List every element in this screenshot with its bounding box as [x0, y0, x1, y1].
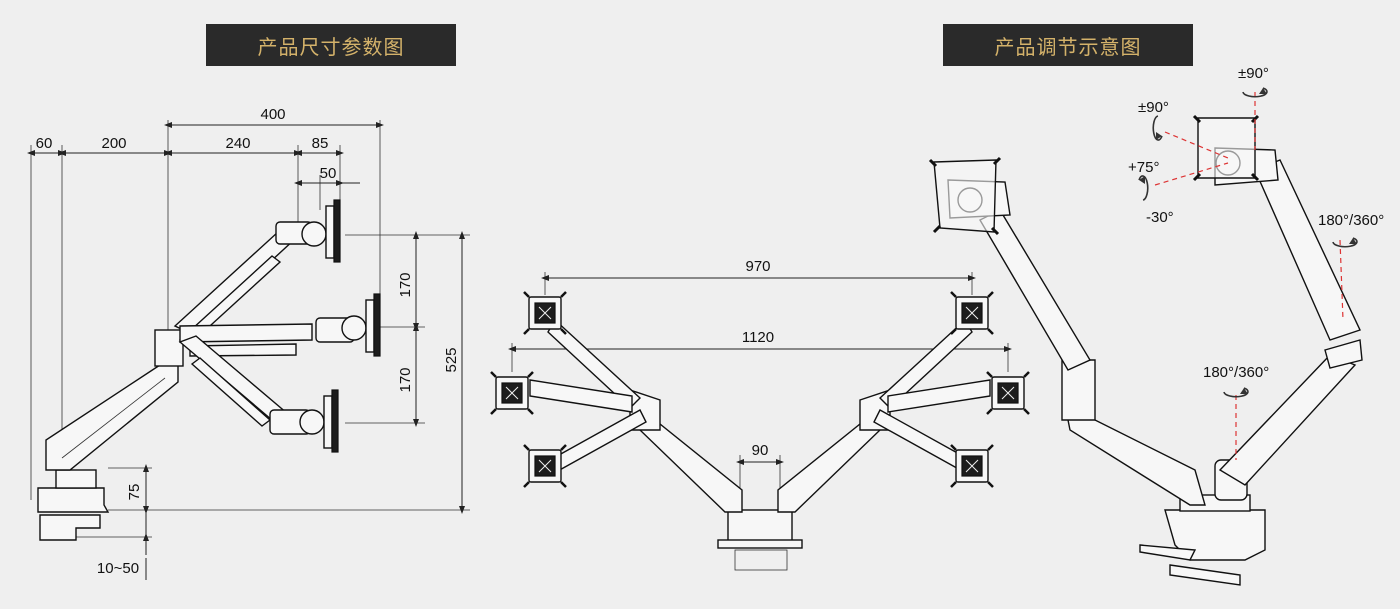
dim-170-lower: 170 — [397, 367, 414, 392]
adjustment-view: ±90° ±90° +75° -30° 180°/360° 180°/360° — [928, 65, 1384, 586]
dim-170-upper: 170 — [397, 272, 414, 297]
dim-200: 200 — [101, 135, 126, 152]
label-rotate-lower: 180°/360° — [1203, 364, 1269, 381]
dim-400: 400 — [260, 106, 285, 123]
front-view: 970 1120 90 — [489, 258, 1031, 571]
dim-60: 60 — [36, 135, 53, 152]
label-swivel: ±90° — [1138, 99, 1169, 116]
vesa-plate-left-middle — [489, 370, 535, 416]
banner-dimension-diagram: 产品尺寸参数图 — [206, 24, 456, 66]
vesa-plate-right-middle — [985, 370, 1031, 416]
dim-1120: 1120 — [742, 329, 774, 346]
vesa-plate-right-top — [949, 290, 995, 336]
monitor-head-bottom — [269, 389, 339, 453]
label-minus30: -30° — [1146, 209, 1174, 226]
monitor-head-middle — [315, 293, 381, 357]
monitor-head-top — [275, 199, 341, 263]
vesa-plate-right-bottom — [949, 443, 995, 489]
vesa-plate-left-bottom — [522, 443, 568, 489]
banner-adjustment-diagram: 产品调节示意图 — [943, 24, 1193, 66]
side-view: 400 60 200 240 85 50 170 170 525 75 10~5… — [27, 106, 470, 580]
dim-50: 50 — [320, 165, 337, 182]
dim-90: 90 — [752, 442, 769, 459]
label-tilt: ±90° — [1238, 65, 1269, 82]
dim-85: 85 — [312, 135, 329, 152]
dim-10-50: 10~50 — [97, 560, 139, 577]
dim-75: 75 — [126, 484, 143, 501]
dim-970: 970 — [745, 258, 770, 275]
label-rotate-upper: 180°/360° — [1318, 212, 1384, 229]
vesa-plate-left-top — [522, 290, 568, 336]
dim-525: 525 — [443, 347, 460, 372]
dim-240: 240 — [225, 135, 250, 152]
label-plus75: +75° — [1128, 159, 1159, 176]
